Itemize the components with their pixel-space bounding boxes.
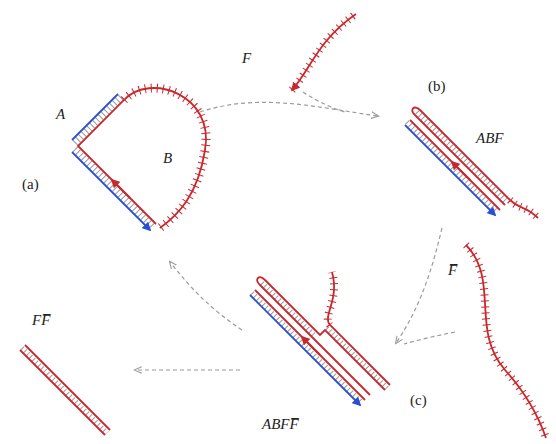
complex-abf — [405, 107, 538, 218]
state-label: (c) — [410, 392, 427, 409]
complex-abff — [250, 272, 390, 405]
strand-fbar — [466, 245, 546, 438]
domain-label: A — [56, 106, 65, 123]
duplex-ffbar — [20, 345, 110, 435]
complex-label: ABFF̅ — [262, 416, 299, 433]
state-label: (a) — [22, 176, 39, 193]
strand-label: F̅ — [448, 262, 457, 279]
strand-label: F — [242, 50, 251, 67]
reaction-arrows — [135, 92, 455, 370]
state-label: (b) — [428, 78, 446, 95]
complex-label: ABF — [476, 130, 504, 147]
strand-f — [292, 14, 356, 90]
complex-label: FF̅ — [32, 312, 50, 329]
hairpin-ab — [72, 88, 206, 230]
domain-label: B — [163, 150, 172, 167]
